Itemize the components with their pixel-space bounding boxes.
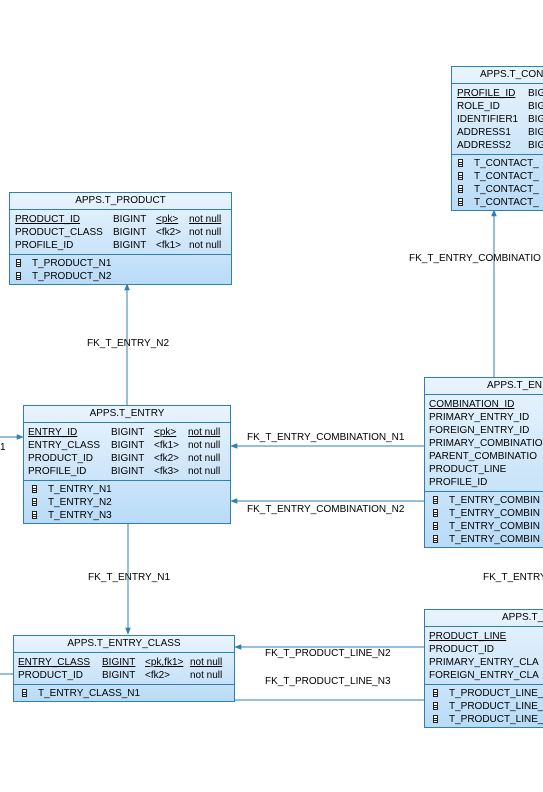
- fk-label-entry-combination-n1: FK_T_ENTRY_COMBINATION_N1: [247, 432, 405, 443]
- column-row: IDENTIFIER1BIG: [457, 114, 543, 125]
- column-row: FOREIGN_ENTRY_CLA: [429, 670, 539, 681]
- index-icon: [433, 689, 438, 697]
- index-row: T_PRODUCT_LINE_: [425, 700, 543, 713]
- index-icon: [458, 159, 463, 167]
- entity-product-title: APPS.T_PRODUCT: [10, 193, 231, 210]
- index-icon: [32, 498, 37, 506]
- column-row: PRIMARY_ENTRY_ID: [429, 412, 530, 423]
- column-row: PARENT_COMBINATIO: [429, 451, 537, 462]
- index-icon: [16, 272, 21, 280]
- index-row: T_CONTACT_: [452, 183, 543, 196]
- entity-entry-combination-title: APPS.T_EN: [425, 378, 543, 395]
- index-icon: [433, 509, 438, 517]
- fk-label-entry-combination-n2: FK_T_ENTRY_COMBINATION_N2: [247, 504, 405, 515]
- index-icon: [433, 535, 438, 543]
- index-row: T_PRODUCT_LINE_: [425, 687, 543, 700]
- index-row: T_ENTRY_CLASS_N1: [14, 687, 234, 700]
- column-row: PRODUCT_LINE: [429, 464, 507, 475]
- entity-entry-combination[interactable]: APPS.T_EN COMBINATION_ID PRIMARY_ENTRY_I…: [424, 377, 543, 548]
- index-row: T_PRODUCT_N1: [10, 257, 231, 270]
- index-row: T_PRODUCT_LINE_: [425, 713, 543, 726]
- entity-entry-title: APPS.T_ENTRY: [24, 406, 230, 423]
- entity-entry-class-title: APPS.T_ENTRY_CLASS: [14, 636, 234, 653]
- index-row: T_CONTACT_: [452, 157, 543, 170]
- column-row: PRIMARY_COMBINATIO: [429, 438, 543, 449]
- entity-entry-combination-columns: COMBINATION_ID PRIMARY_ENTRY_ID FOREIGN_…: [425, 395, 543, 492]
- index-row: T_ENTRY_COMBIN: [425, 494, 543, 507]
- entity-product-line-columns: PRODUCT_LINE PRODUCT_ID PRIMARY_ENTRY_CL…: [425, 627, 543, 685]
- entity-product-line-indexes: T_PRODUCT_LINE_ T_PRODUCT_LINE_ T_PRODUC…: [425, 685, 543, 727]
- index-icon: [458, 198, 463, 206]
- index-icon: [458, 172, 463, 180]
- entity-contact-indexes: T_CONTACT_ T_CONTACT_ T_CONTACT_ T_CONTA…: [452, 155, 543, 210]
- column-row: PRODUCT_LINE: [429, 631, 507, 642]
- entity-contact-title: APPS.T_CON: [452, 67, 543, 84]
- fk-label-entry-n1: FK_T_ENTRY_N1: [88, 572, 171, 583]
- index-icon: [16, 259, 21, 267]
- fk-label-product-line-n3: FK_T_PRODUCT_LINE_N3: [265, 676, 391, 687]
- column-row: PRIMARY_ENTRY_CLA: [429, 657, 539, 668]
- fk-label-entry-n2: FK_T_ENTRY_N2: [87, 338, 170, 349]
- entity-product-line[interactable]: APPS.T_ PRODUCT_LINE PRODUCT_ID PRIMARY_…: [424, 609, 543, 728]
- index-row: T_CONTACT_: [452, 196, 543, 209]
- column-row: PRODUCT_ID: [429, 644, 495, 655]
- column-row: FOREIGN_ENTRY_ID: [429, 425, 530, 436]
- index-row: T_ENTRY_N1: [24, 483, 230, 496]
- index-icon: [32, 511, 37, 519]
- column-row: PROFILE_ID: [429, 477, 488, 488]
- fk-label-entry-combination-top: FK_T_ENTRY_COMBINATIO: [409, 253, 541, 264]
- index-icon: [458, 185, 463, 193]
- entity-entry-combination-indexes: T_ENTRY_COMBIN T_ENTRY_COMBIN T_ENTRY_CO…: [425, 492, 543, 547]
- index-row: T_PRODUCT_N2: [10, 270, 231, 283]
- index-icon: [433, 522, 438, 530]
- column-row: COMBINATION_ID: [429, 399, 515, 410]
- column-row: ADDRESS2BIG: [457, 140, 543, 151]
- fk-label-entry-right: FK_T_ENTRY: [483, 572, 543, 583]
- index-icon: [433, 702, 438, 710]
- index-row: T_ENTRY_N3: [24, 509, 230, 522]
- entity-entry-class-indexes: T_ENTRY_CLASS_N1: [14, 685, 234, 701]
- index-row: T_ENTRY_COMBIN: [425, 507, 543, 520]
- index-icon: [32, 485, 37, 493]
- entity-product-line-title: APPS.T_: [425, 610, 543, 627]
- index-row: T_ENTRY_N2: [24, 496, 230, 509]
- index-row: T_ENTRY_COMBIN: [425, 520, 543, 533]
- index-icon: [433, 715, 438, 723]
- fk-label-left-edge: 1: [0, 442, 6, 453]
- index-row: T_ENTRY_COMBIN: [425, 533, 543, 546]
- index-row: T_CONTACT_: [452, 170, 543, 183]
- index-icon: [433, 496, 438, 504]
- column-row: ADDRESS1BIG: [457, 127, 543, 138]
- entity-entry-indexes: T_ENTRY_N1 T_ENTRY_N2 T_ENTRY_N3: [24, 481, 230, 523]
- index-icon: [22, 689, 27, 697]
- entity-product-indexes: T_PRODUCT_N1 T_PRODUCT_N2: [10, 255, 231, 284]
- fk-label-product-line-n2: FK_T_PRODUCT_LINE_N2: [265, 648, 391, 659]
